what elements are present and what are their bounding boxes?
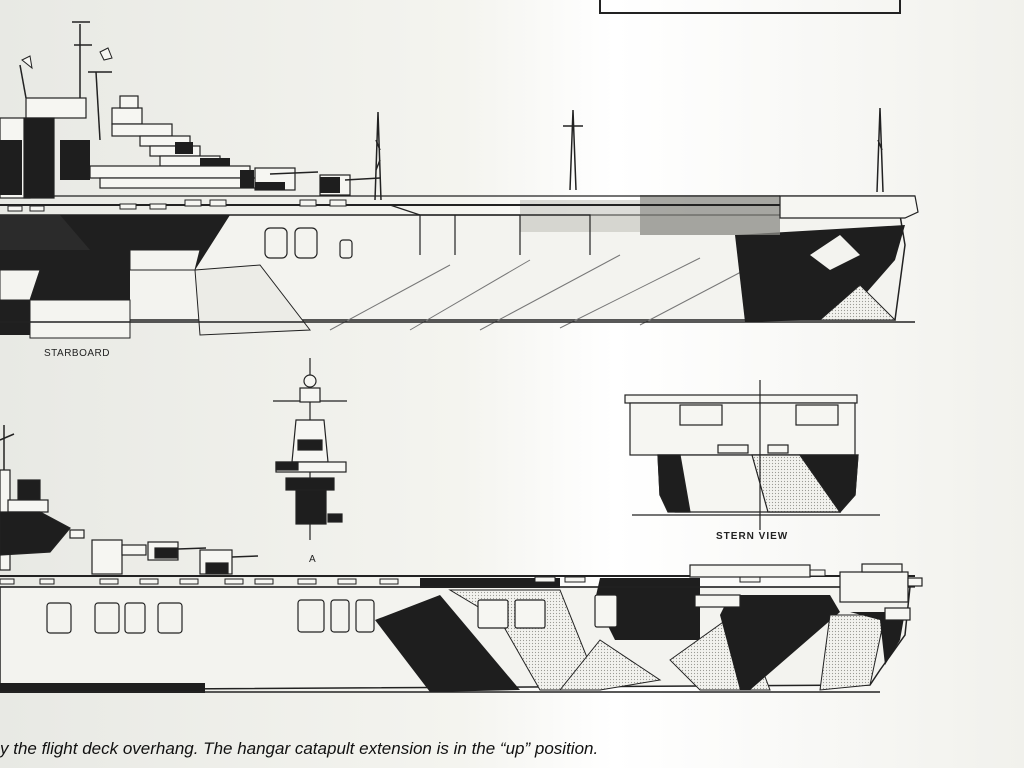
detail-a-drawing xyxy=(273,358,347,540)
port-profile-drawing xyxy=(0,425,923,693)
starboard-profile-drawing xyxy=(0,21,919,339)
detail-a-label: A xyxy=(309,554,317,565)
stern-view-drawing xyxy=(624,380,880,530)
title-box-frame xyxy=(599,0,901,14)
stern-view-label: STERN VIEW xyxy=(716,531,789,542)
figure-caption: y the flight deck overhang. The hangar c… xyxy=(0,739,599,758)
starboard-label: STARBOARD xyxy=(44,348,110,359)
